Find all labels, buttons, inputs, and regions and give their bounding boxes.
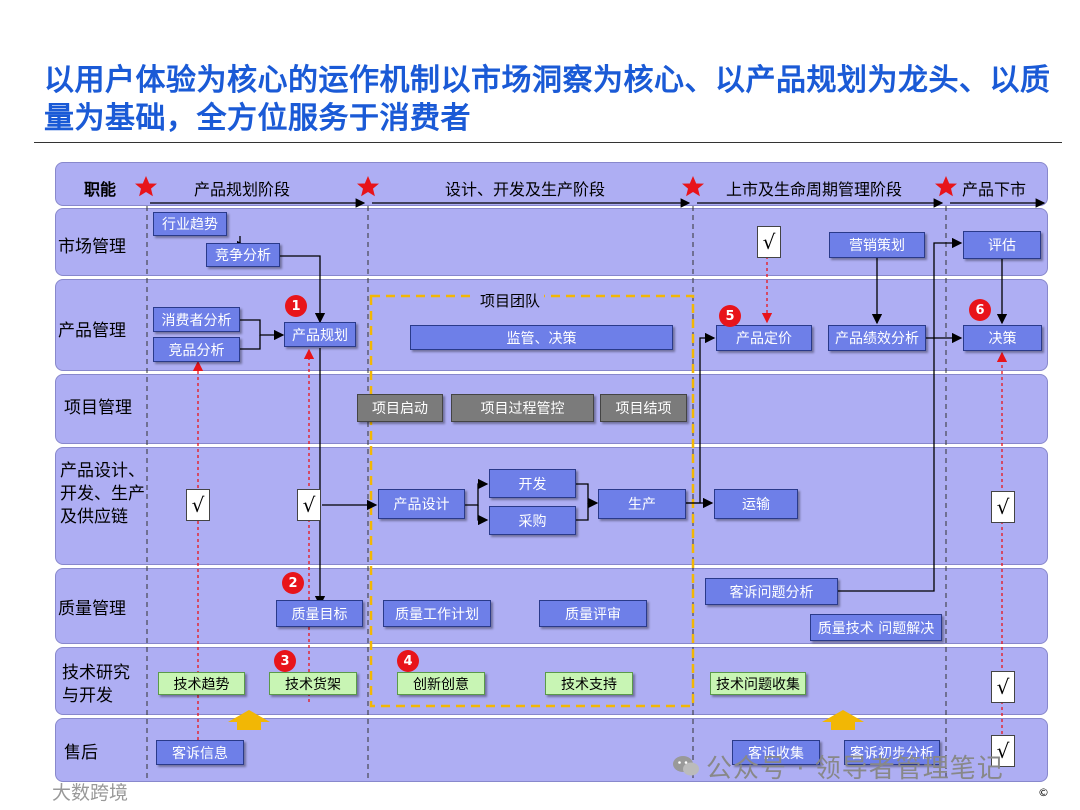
box-tech-shelf[interactable]: 技术货架 [269, 672, 357, 695]
box-tech-trend[interactable]: 技术趋势 [158, 672, 245, 695]
lane-label-design: 产品设计、开发、生产及供应链 [60, 461, 145, 527]
phase-design-production: 设计、开发及生产阶段 [445, 180, 606, 199]
header-corner-label: 职能 [84, 180, 117, 199]
box-supervision-decision[interactable]: 监管、决策 [410, 325, 673, 350]
box-production[interactable]: 生产 [598, 489, 686, 519]
box-competitor-analysis[interactable]: 竞品分析 [153, 337, 240, 362]
box-industry-trend[interactable]: 行业趋势 [153, 212, 227, 236]
phase-discontinue: 产品下市 [962, 180, 1027, 199]
box-quality-target[interactable]: 质量目标 [276, 600, 363, 627]
checkmark-market-launch: √ [757, 226, 781, 258]
box-evaluation[interactable]: 评估 [963, 231, 1041, 259]
box-competition-analysis[interactable]: 竞争分析 [206, 243, 280, 267]
box-consumer-analysis[interactable]: 消费者分析 [153, 307, 240, 332]
box-complaint-analysis[interactable]: 客诉问题分析 [705, 578, 838, 605]
box-complaint-info[interactable]: 客诉信息 [156, 740, 244, 765]
lane-label-quality: 质量管理 [58, 599, 126, 619]
box-tech-issue-collect[interactable]: 技术问题收集 [710, 672, 806, 695]
box-complaint-collect[interactable]: 客诉收集 [732, 740, 820, 765]
header-band [55, 162, 1048, 206]
checkmark-design-tech: √ [186, 489, 210, 521]
box-quality-tech-solve[interactable]: 质量技术 问题解决 [810, 614, 942, 641]
badge-5: 5 [719, 305, 741, 327]
box-marketing-plan[interactable]: 营销策划 [829, 232, 925, 258]
box-complaint-prelim[interactable]: 客诉初步分析 [844, 740, 940, 765]
project-team-label: 项目团队 [476, 290, 545, 311]
box-innovation[interactable]: 创新创意 [397, 672, 485, 695]
title-divider [34, 142, 1062, 143]
box-product-pricing[interactable]: 产品定价 [716, 325, 812, 351]
box-product-performance[interactable]: 产品绩效分析 [828, 325, 926, 351]
badge-4: 4 [397, 650, 419, 672]
copyright-symbol: © [1038, 786, 1049, 799]
checkmark-design-shelf: √ [297, 489, 321, 521]
badge-3: 3 [274, 650, 296, 672]
box-quality-plan[interactable]: 质量工作计划 [383, 600, 491, 627]
phase-planning: 产品规划阶段 [194, 180, 291, 199]
lane-label-tech: 技术研究与开发 [62, 663, 130, 706]
box-product-design[interactable]: 产品设计 [378, 489, 465, 519]
wechat-icon [673, 756, 699, 776]
box-decision[interactable]: 决策 [963, 325, 1042, 351]
phase-launch-lifecycle: 上市及生命周期管理阶段 [726, 180, 903, 199]
box-tech-support[interactable]: 技术支持 [545, 672, 633, 695]
checkmark-aftersales-end: √ [991, 735, 1015, 767]
lane-label-project: 项目管理 [64, 398, 132, 418]
corner-watermark: 大数跨境 [52, 782, 129, 804]
box-product-planning[interactable]: 产品规划 [284, 322, 356, 347]
checkmark-design-end: √ [991, 491, 1015, 523]
lane-label-market: 市场管理 [58, 237, 126, 257]
box-project-control[interactable]: 项目过程管控 [451, 394, 594, 422]
badge-1: 1 [285, 295, 307, 317]
box-project-close[interactable]: 项目结项 [600, 394, 687, 422]
checkmark-tech-end: √ [991, 671, 1015, 703]
box-quality-review[interactable]: 质量评审 [539, 600, 647, 627]
box-procurement[interactable]: 采购 [489, 506, 576, 535]
box-development[interactable]: 开发 [489, 469, 576, 498]
badge-6: 6 [969, 299, 991, 321]
lane-label-product: 产品管理 [58, 321, 126, 341]
page-title: 以用户体验为核心的运作机制以市场洞察为核心、以产品规划为龙头、以质量为基础，全方… [44, 63, 1051, 136]
lane-label-aftersales: 售后 [64, 743, 98, 763]
box-project-start[interactable]: 项目启动 [357, 394, 443, 422]
watermark-text: 公众号 · 领导者管理笔记 [706, 754, 1004, 784]
badge-2: 2 [282, 572, 304, 594]
box-transport[interactable]: 运输 [714, 489, 798, 519]
